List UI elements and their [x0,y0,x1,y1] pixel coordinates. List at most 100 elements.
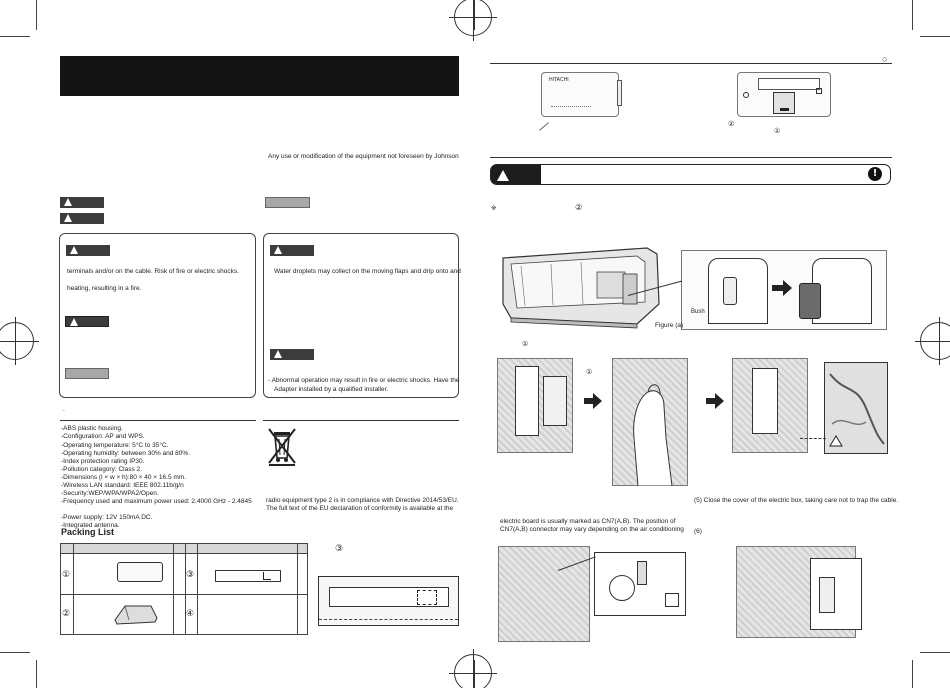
device-screw-left [743,92,749,98]
callout-number: ② [728,120,735,128]
arrow-right-icon [706,393,724,409]
crop-mark [912,0,913,30]
warning-triangle-icon [64,198,72,206]
spec-item: -Index protection rating IP30. [61,458,145,465]
sticker-dashed-area [417,590,437,605]
crop-mark [0,36,30,37]
crop-mark [0,652,30,653]
terminal-block-1 [543,376,567,426]
caution-line-2: - Abnormal operation may result in fire … [268,377,460,384]
weee-bin-icon [268,428,296,466]
spec-item: -Security:WEP/WPA/WPA2/Open. [61,490,159,497]
device-connector [773,92,795,114]
arrow-right-icon [772,280,792,296]
sticker-dash-line [319,619,458,620]
page-fold [474,660,475,688]
note-number: ② [575,203,583,212]
label-sticker-image [215,570,281,582]
adapter-installed [752,368,778,434]
crop-mark [920,652,950,653]
bush-slot [723,277,737,305]
registration-mark-left [0,317,39,365]
crop-mark [912,660,913,688]
registration-mark-top [449,0,497,41]
device-brand: HITACHI [549,77,569,83]
warning-panel-sub-header [270,349,314,360]
spec-item: -Integrated antenna. [61,522,120,529]
caution-bar: ! [490,164,891,185]
table-header [61,544,307,554]
warning-label [60,197,104,208]
electric-box-1 [515,366,539,436]
detail-leader [800,438,826,439]
caution-label [60,213,104,224]
table-col-sep [73,544,74,634]
packing-item-number: ③ [186,570,195,580]
spec-item: -Wireless LAN standard: IEEE 802.11b/g/n [61,482,184,489]
board-photo [498,546,590,642]
packing-list-table: ① ② ③ ④ [60,543,308,635]
hand-drawing [633,384,673,486]
registration-mark-bottom [449,649,497,688]
warning-triangle-icon [64,214,72,222]
wiring-detail-drawing [829,373,885,447]
footnote: . [63,406,65,413]
electric-board-line: electric board is usually marked as CN7(… [500,518,676,525]
pcb-zoom-box [594,552,686,616]
table-col-sep [173,544,174,634]
registration-mark-right [915,317,950,365]
device-led-strip [551,106,591,109]
crop-mark [36,660,37,688]
bush-label: Bush [691,309,705,315]
packing-item-number: ② [62,609,71,619]
caution-panel-header [270,245,314,256]
caution-panel [263,233,459,398]
eu-text-line: The full text of the EU declaration of c… [266,505,454,512]
section-rule [490,157,892,158]
caution-panel-sub-header [65,316,109,327]
specs-top-rule [60,420,256,421]
table-col-sep [197,544,198,634]
device-screw-right [816,88,822,94]
caution-line-1: Water droplets may collect on the moving… [274,268,461,275]
caution-line-3: Adapter installed by a qualified install… [274,386,389,393]
lead-text: Any use or modification of the equipment… [268,153,459,160]
page-circle-marker: ○ [882,54,888,64]
pcb-connector [637,561,647,585]
caution-bar-cap [491,165,541,184]
warning-line-1: terminals and/or on the cable. Risk of f… [67,268,239,275]
eu-text-line: radio equipment type 2 is in compliance … [266,497,459,504]
warning-triangle-icon [70,318,78,326]
weee-top-rule [263,420,459,421]
packing-item-number: ① [62,570,71,580]
device-back-slot [758,78,820,90]
pcb-terminal [665,593,679,607]
spec-item: -Dimensions (l × w × h):80 × 40 × 16.5 m… [61,474,186,481]
warning-panel [59,233,256,398]
bracket-image [114,605,158,625]
installed-adapter-zoom [810,558,862,630]
sticker-illustration [318,576,459,626]
spec-item: -Power supply: 12V 150mA DC. [61,514,153,521]
note-sub-label [65,368,109,379]
callout-number: ① [774,127,781,135]
spec-item: -ABS plastic housing. [61,425,123,432]
spec-item: -Operating humidity: between 30% and 80%… [61,450,190,457]
spec-item: -Configuration: AP and WPS. [61,433,145,440]
sticker-inner [329,587,449,607]
warning-line-2: heating, resulting in a fire. [67,285,142,292]
table-col-sep [185,544,186,634]
table-row-sep [61,594,307,595]
warning-panel-header [66,245,110,256]
cover-closed-drawing [799,258,872,324]
device-side-tab [617,80,622,106]
device-connector-pin [780,108,789,111]
step-5-text: (5) Close the cover of the electric box,… [694,497,899,504]
spec-item: -Operating temperature: 5°C to 35°C. [61,442,169,449]
spec-item: -Frequency used and maximum power used: … [61,498,252,505]
packing-list-title: Packing List [61,527,115,537]
indoor-unit-drawing [502,247,660,329]
title-banner [60,56,459,96]
cover-open-drawing [708,258,768,324]
arrow-right-icon [584,393,602,409]
